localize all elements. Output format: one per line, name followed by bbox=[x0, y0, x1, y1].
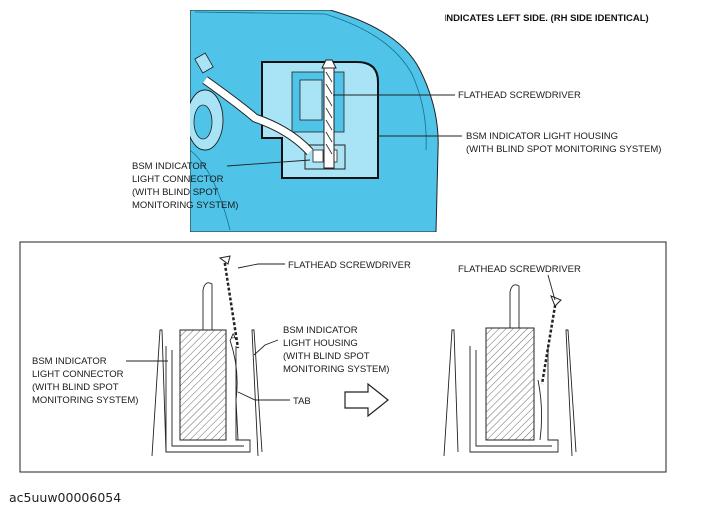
tab-label: TAB bbox=[293, 396, 311, 407]
right-assembly bbox=[443, 284, 577, 457]
top-connector-label-3: (WITH BLIND SPOT bbox=[132, 187, 219, 198]
left-assembly bbox=[151, 255, 263, 457]
top-illustration bbox=[190, 10, 445, 232]
top-housing-label-2: (WITH BLIND SPOT MONITORING SYSTEM) bbox=[466, 144, 661, 155]
top-housing-label-1: BSM INDICATOR LIGHT HOUSING bbox=[466, 131, 618, 142]
left-connector-body bbox=[179, 329, 227, 441]
bottom-connector-label-2: LIGHT CONNECTOR bbox=[32, 369, 124, 380]
direction-arrow-icon bbox=[344, 382, 389, 418]
bottom-connector-label-4: MONITORING SYSTEM) bbox=[32, 395, 138, 406]
bottom-housing-label-4: MONITORING SYSTEM) bbox=[283, 364, 389, 375]
marker-a: A bbox=[230, 332, 237, 343]
bottom-connector-label-3: (WITH BLIND SPOT bbox=[32, 382, 119, 393]
top-connector-label-4: MONITORING SYSTEM) bbox=[132, 200, 238, 211]
bottom-left-screwdriver-label: FLATHEAD SCREWDRIVER bbox=[288, 260, 411, 271]
screwdriver-shaft-top bbox=[323, 67, 335, 169]
bottom-right-screwdriver-label: FLATHEAD SCREWDRIVER bbox=[458, 264, 581, 275]
bottom-panel bbox=[19, 241, 667, 473]
bottom-housing-label-1: BSM INDICATOR bbox=[283, 325, 358, 336]
figure-code: ac5uuw00006054 bbox=[9, 490, 122, 505]
bottom-housing-label-3: (WITH BLIND SPOT bbox=[283, 351, 370, 362]
top-screwdriver-label: FLATHEAD SCREWDRIVER bbox=[458, 90, 581, 101]
right-connector-body bbox=[485, 327, 535, 441]
top-connector-label-1: BSM INDICATOR bbox=[132, 161, 207, 172]
bottom-housing-label-2: LIGHT HOUSING bbox=[283, 338, 358, 349]
bottom-connector-label-1: BSM INDICATOR bbox=[32, 356, 107, 367]
top-connector-label-2: LIGHT CONNECTOR bbox=[132, 174, 224, 185]
header-note: ILLUSTRATION INDICATES LEFT SIDE. (RH SI… bbox=[372, 13, 649, 24]
